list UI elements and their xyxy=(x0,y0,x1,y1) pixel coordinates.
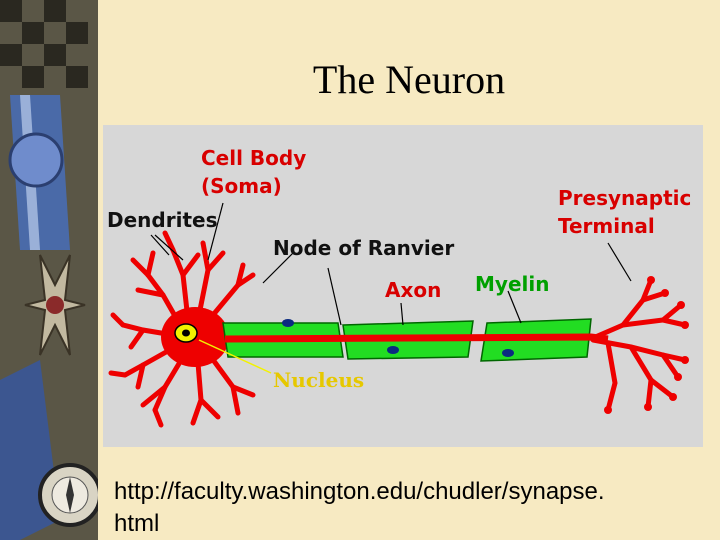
axon-label: Axon xyxy=(385,278,441,302)
medals-collage-image xyxy=(0,0,98,540)
nucleus-label: Nucleus xyxy=(273,368,364,392)
label-pointer-lines xyxy=(150,202,632,326)
checkerboard-pattern xyxy=(0,0,88,88)
cross-medal-icon xyxy=(24,254,86,356)
rosette-shape xyxy=(8,132,64,188)
compass-icon xyxy=(38,463,98,527)
axon-shape xyxy=(224,333,609,343)
node-of-ranvier-label: Node of Ranvier xyxy=(273,236,454,260)
dendrites-label: Dendrites xyxy=(107,208,217,232)
neuron-diagram: Cell Body (Soma) Dendrites Node of Ranvi… xyxy=(103,125,703,447)
dendrites-shape xyxy=(108,230,256,428)
neuron-diagram-svg: Cell Body (Soma) Dendrites Node of Ranvi… xyxy=(107,146,691,428)
source-url-line-2: html xyxy=(114,510,160,537)
nucleolus-shape xyxy=(182,329,190,337)
myelin-label: Myelin xyxy=(475,272,549,296)
slide-title: The Neuron xyxy=(312,57,506,102)
cell-body-label: Cell Body xyxy=(201,146,306,170)
soma-label: (Soma) xyxy=(201,174,282,198)
nucleus-pointer-line xyxy=(198,339,272,374)
source-url-text: http://faculty.washington.edu/chudler/sy… xyxy=(114,476,704,540)
presynaptic-terminal-shape xyxy=(590,277,688,413)
decorative-side-strip xyxy=(0,0,98,540)
presynaptic-label: Presynaptic xyxy=(558,186,691,210)
terminal-bulbs-shape xyxy=(604,276,689,414)
source-url-line-1: http://faculty.washington.edu/chudler/sy… xyxy=(114,478,605,505)
terminal-label: Terminal xyxy=(558,214,655,238)
schwann-nuclei-shape xyxy=(282,319,514,357)
